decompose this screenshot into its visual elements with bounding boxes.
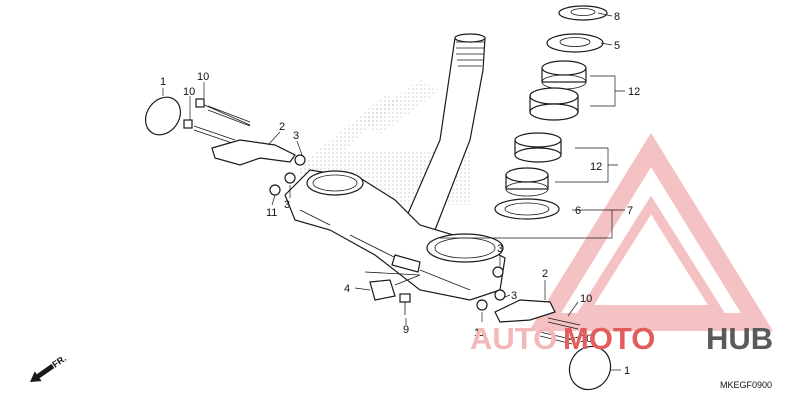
bearing-stack xyxy=(494,5,608,220)
watermark-triangle xyxy=(528,132,774,331)
steering-stem xyxy=(399,33,486,233)
callout-8: 8 xyxy=(614,11,620,23)
cap-bottom xyxy=(568,345,612,391)
lock-nut xyxy=(558,5,608,21)
diagram-code: MKEGF0900 xyxy=(720,380,772,390)
watermark-auto: AUTO xyxy=(470,321,557,356)
callout-2-bottom: 2 xyxy=(542,268,548,280)
callout-3-a: 3 xyxy=(293,130,299,142)
adjusting-nut xyxy=(546,33,604,53)
bracket-bottom xyxy=(494,299,556,323)
callout-4: 4 xyxy=(344,283,350,295)
callout-7: 7 xyxy=(627,205,633,217)
callout-11-bottom: 11 xyxy=(474,327,485,339)
callout-10-d: 10 xyxy=(580,333,592,345)
callout-2-top: 2 xyxy=(279,121,285,133)
callout-10-c: 10 xyxy=(580,293,592,305)
bracket-top xyxy=(211,139,296,166)
watermark-hub: HUB xyxy=(706,321,773,356)
upper-left-parts xyxy=(144,96,306,196)
cap-top xyxy=(144,96,182,136)
lower-parts xyxy=(369,266,612,391)
callout-1-bottom: 1 xyxy=(624,365,630,377)
lower-bracket xyxy=(284,169,506,301)
collar xyxy=(369,279,396,301)
callout-12-b: 12 xyxy=(590,161,602,173)
callout-10-a: 10 xyxy=(197,71,209,83)
callout-9: 9 xyxy=(403,324,409,336)
callout-3-d: 3 xyxy=(511,290,517,302)
leader-lines xyxy=(162,12,625,371)
callout-3-c: 3 xyxy=(497,243,503,255)
callout-10-b: 10 xyxy=(183,86,195,98)
callout-6: 6 xyxy=(575,205,581,217)
watermark-moto: MOTO xyxy=(563,321,655,356)
callout-11-left: 11 xyxy=(266,207,277,219)
callout-5: 5 xyxy=(614,40,620,52)
brand-wing-pattern-2 xyxy=(360,80,440,135)
callout-1-top: 1 xyxy=(160,76,166,88)
callout-3-b: 3 xyxy=(284,199,290,211)
callout-12-a: 12 xyxy=(628,86,640,98)
front-arrow-icon xyxy=(30,363,55,382)
